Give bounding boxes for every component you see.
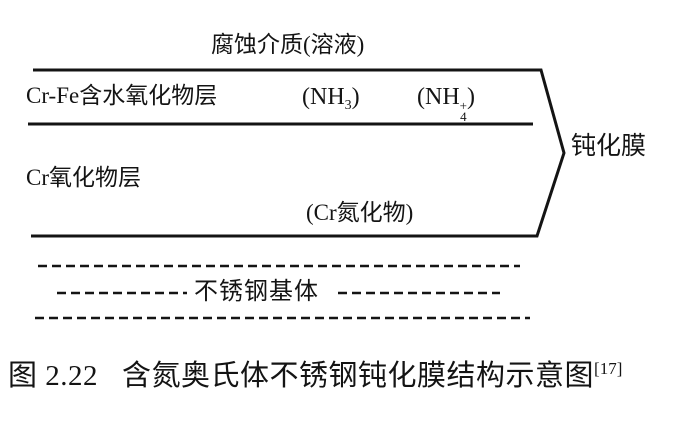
figure-caption-number: 图 2.22 bbox=[8, 360, 99, 392]
nh3-subscript: 3 bbox=[344, 98, 352, 113]
nh4-formula-pre: (NH bbox=[417, 84, 460, 110]
cr-fe-hydrated-oxide-layer-label: Cr-Fe含水氧化物层 bbox=[26, 83, 218, 108]
nh3-formula-pre: (NH bbox=[302, 84, 345, 110]
film-outline-line bbox=[31, 68, 566, 238]
passivation-film-label: 钝化膜 bbox=[571, 133, 647, 160]
figure-caption-reference: [17] bbox=[594, 359, 623, 378]
nh4-label: (NH+4) bbox=[417, 84, 475, 125]
nh4-superscript: + bbox=[459, 98, 467, 113]
figure-caption-title: 含氮奥氏体不锈钢钝化膜结构示意图 bbox=[122, 360, 595, 392]
stainless-steel-substrate-label: 不锈钢基体 bbox=[194, 279, 319, 305]
nh4-formula-post: ) bbox=[467, 84, 475, 110]
nh3-label: (NH3) bbox=[302, 84, 360, 114]
nh4-charge-stack: +4 bbox=[459, 98, 467, 125]
cr-nitride-label: (Cr氮化物) bbox=[306, 200, 414, 225]
figure-caption: 图 2.22 含氮奥氏体不锈钢钝化膜结构示意图[17] bbox=[8, 352, 622, 394]
cr-oxide-layer-label: Cr氧化物层 bbox=[26, 165, 141, 190]
corrosive-medium-label: 腐蚀介质(溶液) bbox=[211, 32, 365, 57]
nh3-formula-post: ) bbox=[351, 84, 360, 110]
nh4-subscript: 4 bbox=[460, 109, 467, 125]
